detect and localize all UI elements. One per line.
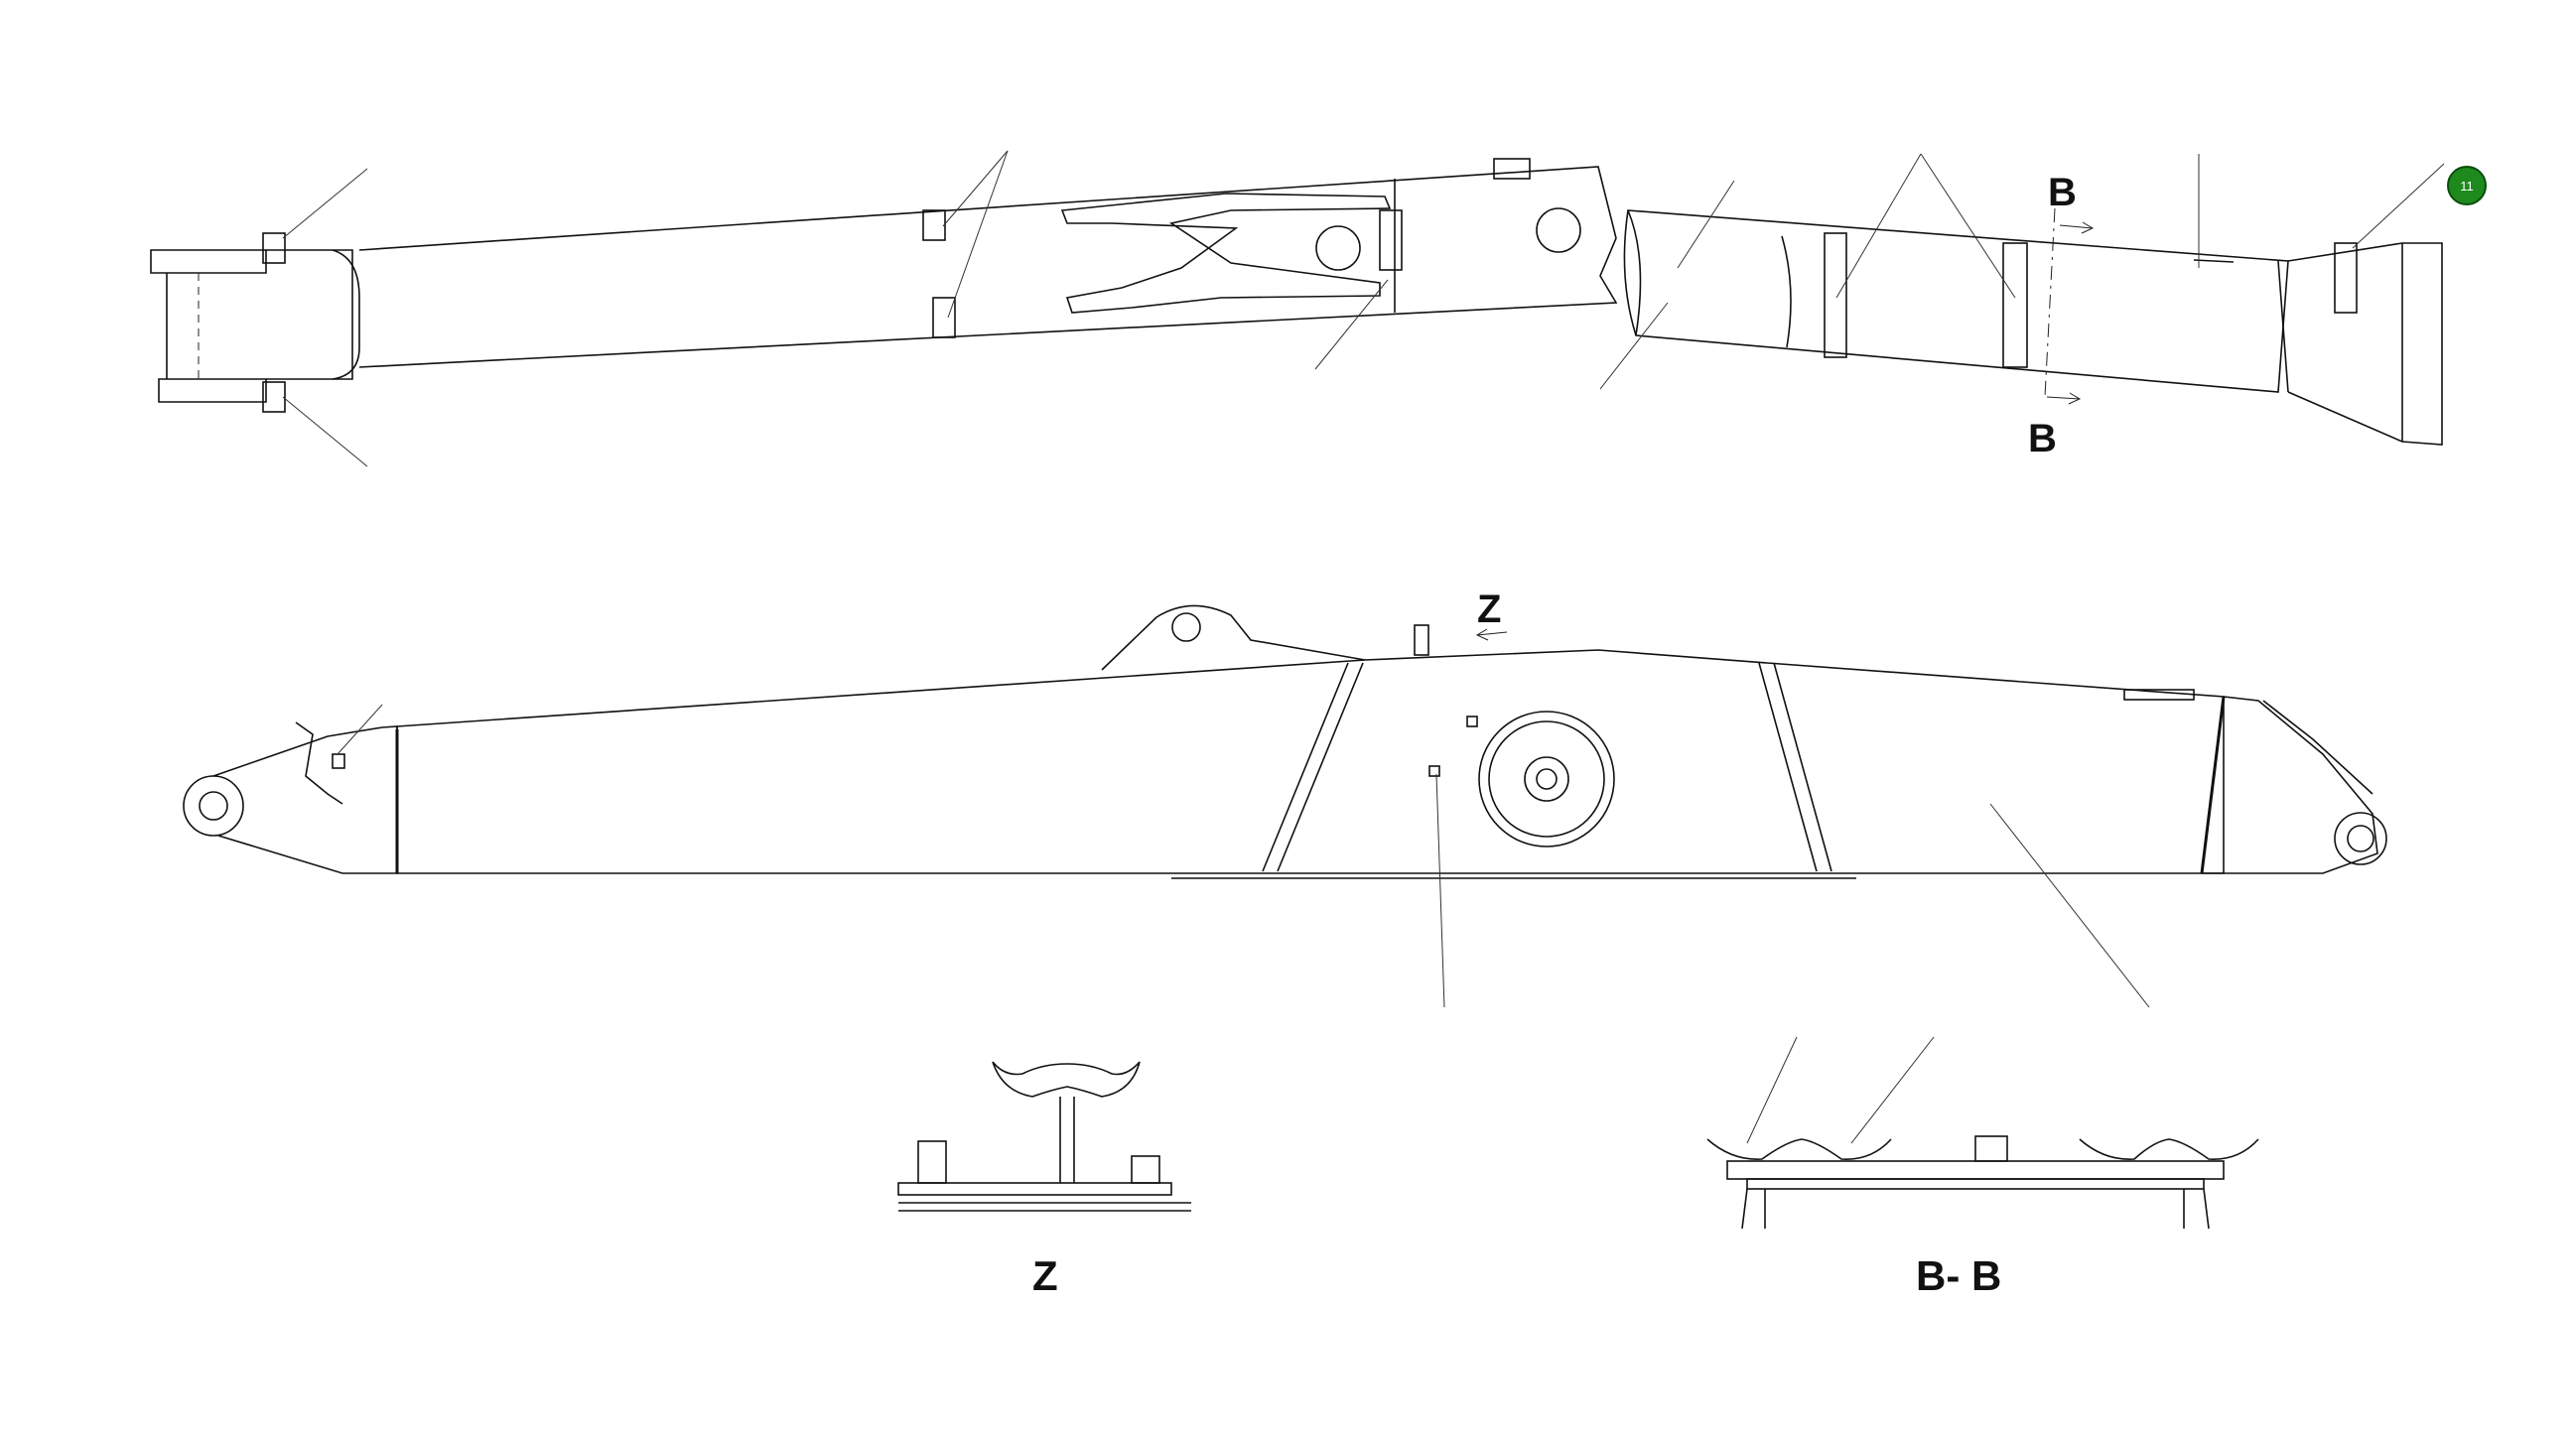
detail-view-z: Z (897, 1061, 1191, 1299)
part-number-11-marker[interactable]: 11 (2447, 166, 2487, 205)
boom-side-view: Z (183, 587, 2387, 879)
section-b-b: B- B (1706, 1135, 2259, 1299)
part-number-11-label: 11 (2460, 179, 2474, 194)
arm-top-view: B B (1623, 171, 2443, 460)
section-bb-title: B- B (1916, 1252, 2001, 1299)
boom-top-view (150, 158, 1618, 413)
leader-lines (282, 150, 2445, 1144)
view-z-title: Z (1032, 1252, 1058, 1299)
view-z-arrow-label: Z (1477, 587, 1501, 631)
section-b-label-top: B (2048, 171, 2077, 214)
section-b-label-bottom: B (2028, 417, 2057, 460)
